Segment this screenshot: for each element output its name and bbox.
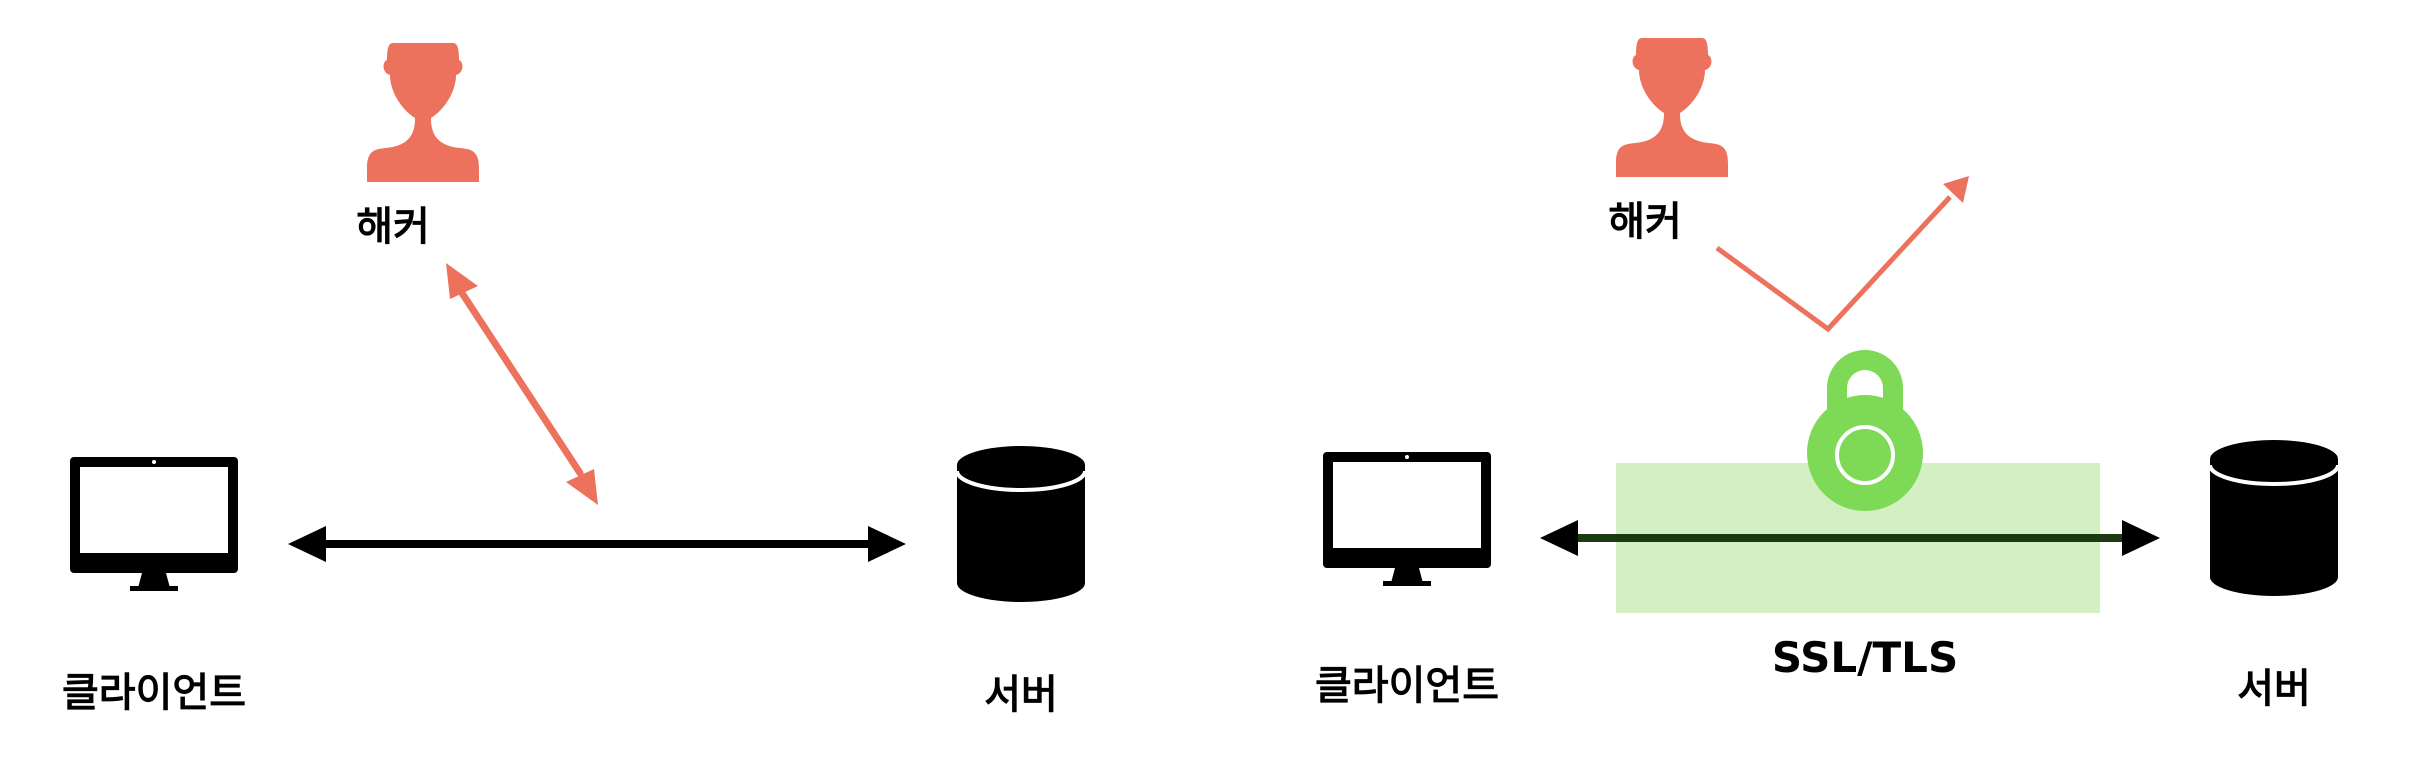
tunnel-label: SSL/TLS [1772, 633, 1958, 682]
client-label: 클라이언트 [62, 670, 246, 716]
server-label: 서버 [984, 672, 1058, 718]
secure-connection-arrow [1540, 520, 2160, 556]
connection-arrow [288, 526, 906, 562]
hacker-label: 해커 [356, 204, 430, 250]
hacker-icon [367, 43, 479, 182]
client-monitor-icon [1323, 452, 1491, 586]
right-scene: 해커 클라이언트 SSL/TLS [1315, 38, 2340, 712]
padlock-icon [1807, 350, 1923, 511]
hacker-intercept-arrow [446, 263, 598, 505]
left-scene: 해커 클라이언트 서버 [62, 43, 1087, 718]
hacker-label: 해커 [1608, 199, 1682, 245]
hacker-icon [1616, 38, 1728, 177]
client-label: 클라이언트 [1315, 663, 1499, 709]
client-monitor-icon [70, 457, 238, 591]
server-database-icon [955, 446, 1087, 602]
server-label: 서버 [2237, 666, 2311, 712]
deflected-hacker-arrow [1715, 176, 1969, 333]
server-database-icon [2208, 440, 2340, 596]
